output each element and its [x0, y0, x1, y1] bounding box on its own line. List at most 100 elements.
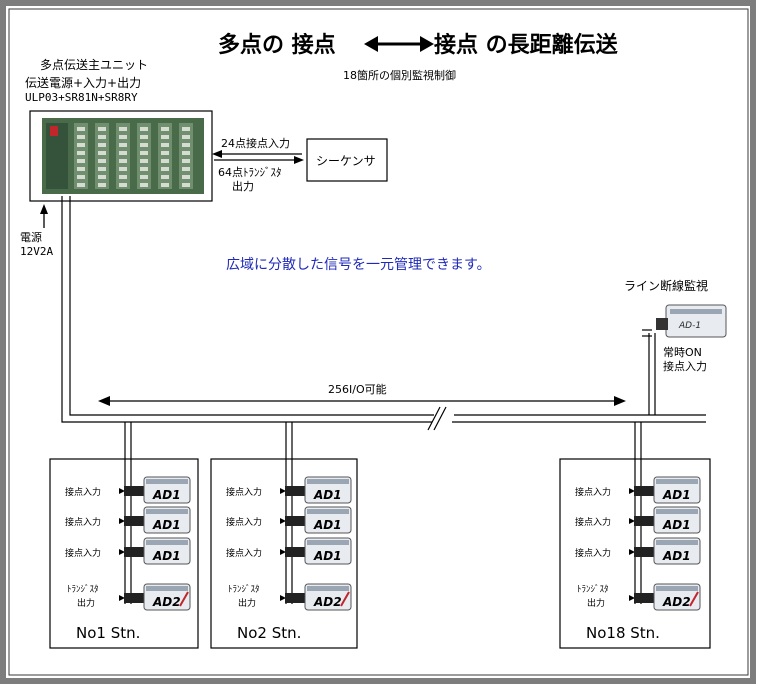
station-row-label: 接点入力: [65, 516, 101, 528]
station-row-label: 接点入力: [226, 516, 262, 528]
module-label: AD1: [313, 488, 342, 502]
arrow-head-icon: [629, 518, 635, 524]
title-right: 接点 の長距離伝送: [434, 32, 618, 58]
module-stripe: [307, 509, 349, 514]
arrow-head-icon: [629, 595, 635, 601]
module-connector: [124, 486, 146, 496]
station-row-label: ﾄﾗﾝｼﾞｽﾀ: [67, 584, 99, 595]
module-red-mark: [689, 591, 699, 607]
power-spec: 12V2A: [20, 245, 53, 258]
module-label: AD2: [152, 595, 181, 609]
station-row-label: 出力: [587, 597, 605, 609]
module-connector: [634, 486, 656, 496]
arrow-head-icon: [119, 595, 125, 601]
module-red-mark: [340, 591, 350, 607]
line-monitor-note-2: 接点入力: [663, 360, 707, 373]
module-label: AD1: [662, 488, 691, 502]
station-name: No2 Stn.: [237, 624, 301, 642]
module-stripe: [656, 509, 698, 514]
line-monitor-note: 常時ON: [663, 346, 702, 359]
station-row-label: 接点入力: [575, 547, 611, 559]
module-stripe: [146, 479, 188, 484]
svg-text:AD-1: AD-1: [678, 321, 701, 331]
module-stripe: [146, 509, 188, 514]
station-name: No18 Stn.: [586, 624, 660, 642]
bidirectional-arrow-icon: [364, 36, 434, 52]
module-connector: [285, 547, 307, 557]
station-row-label: ﾄﾗﾝｼﾞｽﾀ: [577, 584, 609, 595]
sequencer-output-label-2: 出力: [232, 179, 254, 193]
arrow-head-icon: [119, 488, 125, 494]
module-label: AD1: [662, 549, 691, 563]
module-stripe: [146, 540, 188, 545]
sequencer-input-arrow-icon: [212, 150, 302, 158]
module-connector: [285, 486, 307, 496]
arrow-head-icon: [280, 549, 286, 555]
sequencer-box: [306, 138, 388, 182]
arrow-head-icon: [629, 488, 635, 494]
capacity-label: 256I/O可能: [328, 382, 387, 396]
arrow-head-icon: [280, 488, 286, 494]
station-name: No1 Stn.: [76, 624, 140, 642]
arrow-head-icon: [280, 595, 286, 601]
main-unit-board: [42, 118, 204, 194]
station-row-label: 出力: [77, 597, 95, 609]
module-stripe: [656, 540, 698, 545]
station-row-label: 接点入力: [226, 547, 262, 559]
module-connector: [124, 547, 146, 557]
module-label: AD1: [152, 518, 181, 532]
module-stripe: [656, 586, 698, 591]
module-label: AD1: [152, 549, 181, 563]
frame-border: [0, 0, 756, 684]
capacity-arrow-icon: [98, 396, 626, 406]
station-row-label: 接点入力: [65, 547, 101, 559]
main-unit-name: 多点伝送主ユニット: [40, 57, 148, 72]
module-stripe: [307, 479, 349, 484]
sequencer-output-label: 64点ﾄﾗﾝｼﾞｽﾀ: [218, 166, 282, 179]
main-unit-description: 伝送電源+入力+出力: [25, 75, 141, 90]
arrow-head-icon: [119, 518, 125, 524]
arrow-head-icon: [119, 549, 125, 555]
station-row-label: ﾄﾗﾝｼﾞｽﾀ: [228, 584, 260, 595]
sequencer-output-arrow-icon: [214, 156, 304, 164]
frame-shadow: [8, 8, 749, 676]
highlight-message: 広域に分散した信号を一元管理できます。: [226, 257, 491, 273]
module-stripe: [656, 479, 698, 484]
line-monitor-title: ライン断線監視: [624, 278, 708, 293]
module-connector: [634, 593, 656, 603]
module-connector: [124, 593, 146, 603]
power-arrow-icon: [40, 204, 48, 228]
transmission-line: [61, 196, 706, 431]
station-row-label: 接点入力: [575, 486, 611, 498]
module-label: AD1: [313, 549, 342, 563]
module-label: AD1: [152, 488, 181, 502]
main-unit-model: ULP03+SR81N+SR8RY: [25, 91, 138, 104]
arrow-head-icon: [280, 518, 286, 524]
module-label: AD2: [662, 595, 691, 609]
module-connector: [285, 516, 307, 526]
line-monitor-device: AD-1: [656, 304, 727, 338]
module-label: AD2: [313, 595, 342, 609]
module-stripe: [307, 586, 349, 591]
module-stripe: [307, 540, 349, 545]
station-row-label: 接点入力: [226, 486, 262, 498]
module-connector: [124, 516, 146, 526]
sequencer-input-label: 24点接点入力: [221, 137, 290, 150]
module-stripe: [146, 586, 188, 591]
module-connector: [285, 593, 307, 603]
power-label: 電源: [20, 230, 42, 244]
module-connector: [634, 516, 656, 526]
station-row-label: 出力: [238, 597, 256, 609]
module-label: AD1: [662, 518, 691, 532]
module-connector: [634, 547, 656, 557]
sequencer-label: シーケンサ: [316, 154, 376, 168]
module-label: AD1: [313, 518, 342, 532]
station-row-label: 接点入力: [575, 516, 611, 528]
station-row-label: 接点入力: [65, 486, 101, 498]
subtitle: 18箇所の個別監視制御: [343, 68, 456, 82]
arrow-head-icon: [629, 549, 635, 555]
